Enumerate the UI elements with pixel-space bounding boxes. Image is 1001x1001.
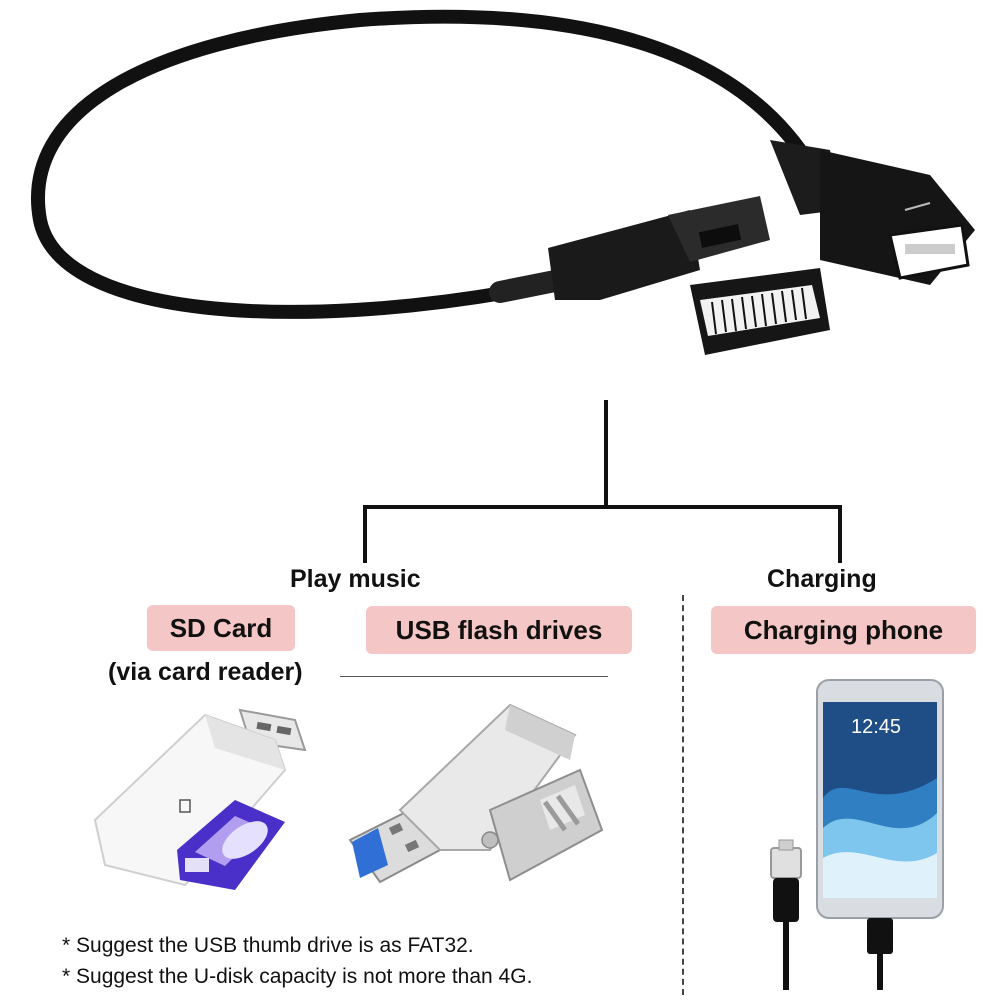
note-fat32: * Suggest the USB thumb drive is as FAT3… bbox=[62, 934, 474, 957]
sd-card-reader-icon bbox=[93, 708, 307, 890]
charging-heading: Charging bbox=[767, 565, 877, 593]
play-music-heading: Play music bbox=[290, 565, 421, 593]
smartphone-icon: 12:45 bbox=[770, 679, 944, 990]
sd-card-label: SD Card bbox=[147, 605, 295, 651]
charging-phone-label: Charging phone bbox=[711, 606, 976, 654]
usb-flash-drives-label: USB flash drives bbox=[366, 606, 632, 654]
branch-connector bbox=[363, 400, 842, 563]
usb-flash-drive-icon bbox=[348, 703, 604, 884]
card-reader-note: (via card reader) bbox=[108, 658, 303, 686]
underline-divider bbox=[340, 676, 608, 677]
usb-female-plug-icon bbox=[770, 140, 975, 285]
ami-connector-icon bbox=[548, 196, 830, 355]
note-capacity: * Suggest the U-disk capacity is not mor… bbox=[62, 965, 533, 988]
ami-mdi-cable-icon bbox=[31, 9, 975, 355]
phone-clock: 12:45 bbox=[851, 716, 901, 738]
micro-usb-plug-icon bbox=[770, 839, 802, 990]
section-divider bbox=[682, 595, 684, 995]
